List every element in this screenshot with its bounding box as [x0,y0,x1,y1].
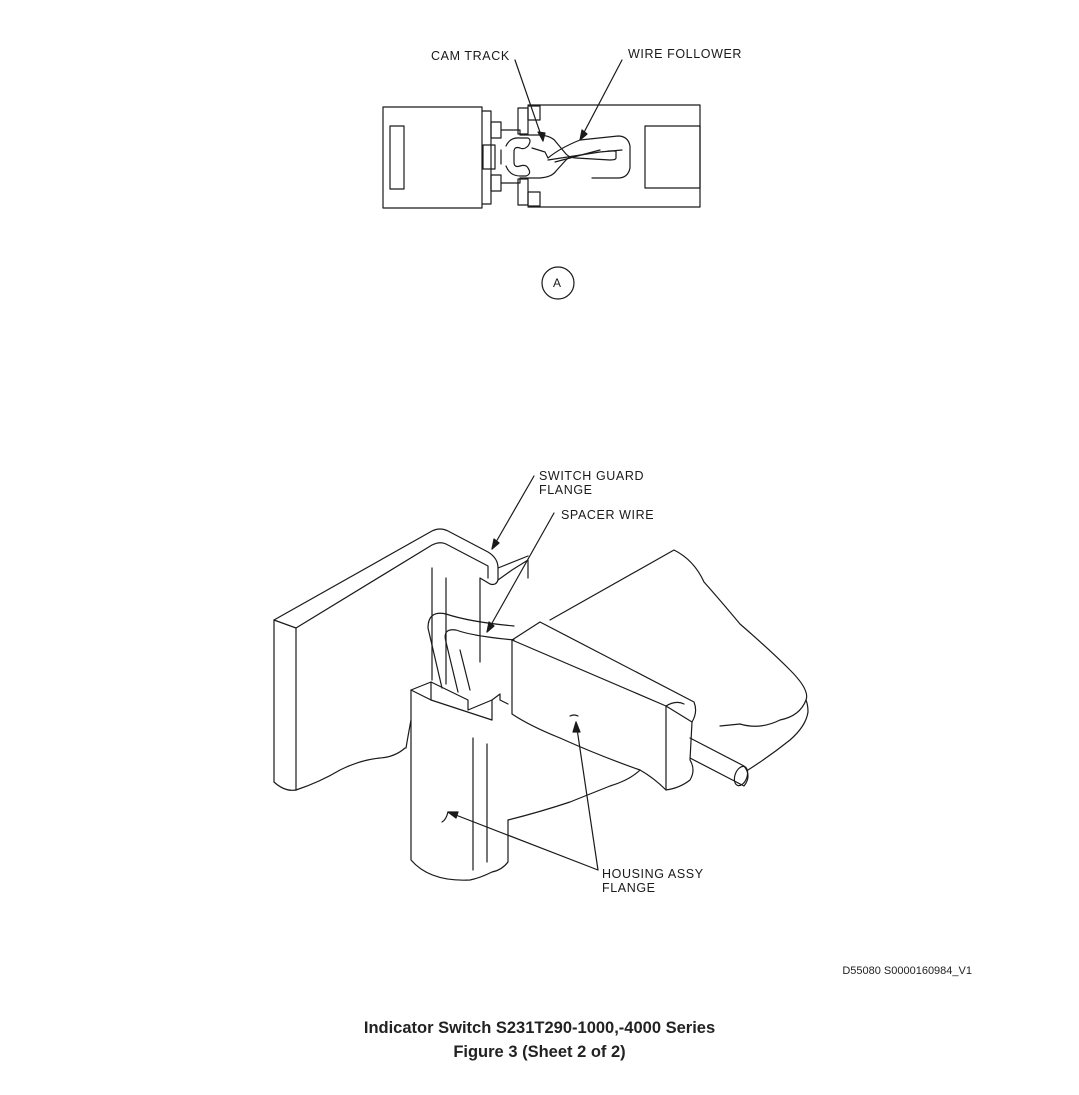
switch-guard-label-line2: FLANGE [539,483,593,497]
left-housing-block [382,106,483,209]
right-window [644,125,701,189]
figure-id: D55080 S0000160984_V1 [842,965,972,977]
housing-block [511,621,697,723]
housing-assy-label-line2: FLANGE [602,881,656,895]
cam-track-label: CAM TRACK [431,49,510,63]
housing-leader-1 [447,811,599,871]
left-flange [481,110,492,205]
spacer-wire-shape [427,612,515,689]
view-marker-circle [541,266,575,300]
wire-follower-shape [547,135,631,179]
spacer-wire-label: SPACER WIRE [561,508,655,522]
switch-guard-leader [491,475,535,550]
housing-leader-2 [575,721,599,871]
wire-follower-leader [579,59,623,141]
caption-title: Indicator Switch S231T290-1000,-4000 Ser… [363,1019,716,1037]
switch-guard-label-line1: SWITCH GUARD [539,469,645,483]
left-window [389,125,405,190]
housing-assy-label-line1: HOUSING ASSY [602,867,704,881]
switch-guard-flange [273,528,499,621]
cable [689,737,749,787]
housing-assy-flange-lower [410,681,509,711]
cam-track-leader [514,59,544,142]
spacer-wire-leader [486,512,555,633]
view-marker-letter: A [553,276,562,290]
wire-follower-label: WIRE FOLLOWER [628,47,743,61]
background-panel [549,549,808,727]
caption-subtitle: Figure 3 (Sheet 2 of 2) [453,1043,626,1061]
